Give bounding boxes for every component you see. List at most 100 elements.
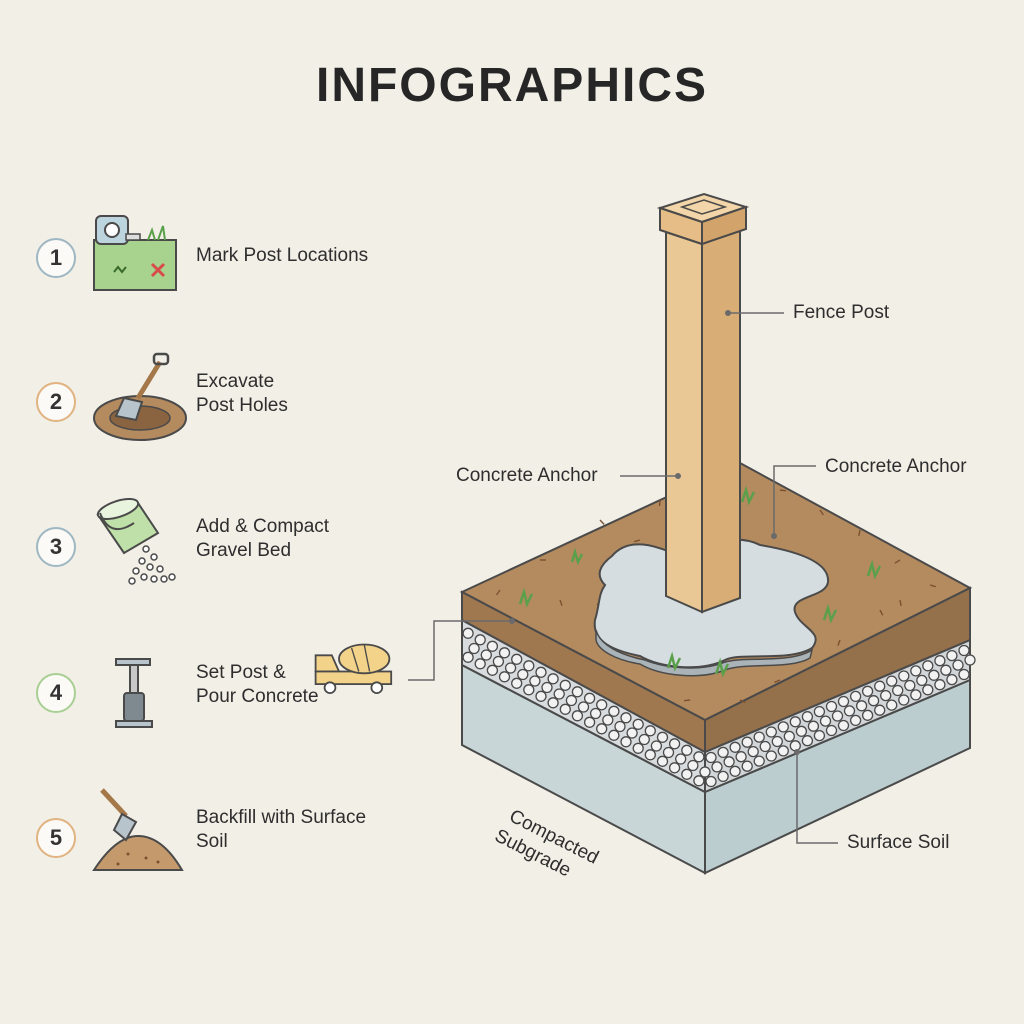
gravel-stone (529, 675, 541, 687)
gravel-stone (650, 740, 663, 752)
step-number: 5 (36, 818, 76, 858)
gravel-stone (596, 699, 608, 711)
soil-speckle (929, 584, 936, 588)
gravel-stone (849, 714, 862, 727)
gravel-stone (547, 697, 559, 709)
gravel-stone (462, 651, 474, 663)
gravel-stone (759, 740, 771, 753)
step-number: 1 (36, 238, 76, 278)
gravel-stone (837, 695, 850, 708)
step-number: 3 (36, 527, 76, 567)
gravel-stone (523, 660, 535, 672)
gravel-stone (922, 660, 934, 672)
callout-concrete-anchor-right: Concrete Anchor (825, 456, 967, 477)
gravel-stone (523, 684, 535, 696)
gravel-stone (831, 710, 844, 722)
gravel-stone (668, 738, 681, 750)
gravel-stone (668, 762, 681, 774)
gravel-stone (825, 724, 838, 737)
gravel-stone (934, 679, 946, 691)
gravel-stone (861, 709, 874, 721)
soil-speckle (899, 599, 902, 607)
gravel-stone (819, 715, 832, 727)
gravel-stone (596, 723, 608, 735)
gravel-stone (958, 668, 970, 681)
gravel-stone (952, 659, 964, 671)
gravel-stone (565, 694, 578, 707)
gravel-stone (922, 684, 934, 696)
soil-speckle (739, 699, 746, 704)
gravel-stone (765, 726, 777, 738)
gravel-stone (589, 707, 602, 720)
gravel-stone (705, 751, 717, 764)
gravel-stone (904, 679, 916, 692)
gravel-stone (801, 711, 814, 723)
gravel-stone (693, 751, 705, 763)
gravel-stone (867, 695, 880, 707)
step-label: Set Post &Pour Concrete (196, 662, 319, 707)
mixer-truck-icon (314, 643, 393, 694)
gravel-stone (559, 679, 571, 691)
shovel-hole-icon (93, 352, 187, 441)
gravel-stone (910, 665, 922, 677)
gravel-stone (699, 766, 711, 778)
callout-fence-post: Fence Post (793, 302, 890, 323)
gravel-stone (681, 768, 693, 780)
gravel-stone (741, 736, 753, 748)
gravel-stone (705, 775, 717, 788)
gravel-stone (777, 745, 789, 757)
gravel-stone (813, 729, 826, 742)
gravel-stone (462, 627, 474, 639)
gravel-stone (681, 744, 693, 756)
measuring-tape-grass-icon (93, 215, 177, 291)
soil-speckle (837, 639, 841, 646)
fence-post (656, 192, 750, 614)
gravel-stone (801, 735, 814, 747)
gravel-stone (656, 731, 669, 743)
gravel-stone (958, 644, 970, 657)
gravel-stone (511, 677, 523, 689)
soil-speckle (774, 679, 781, 683)
gravel-stone (577, 701, 590, 713)
gravel-stone (777, 721, 789, 733)
gravel-stone (765, 750, 777, 762)
gravel-stone (717, 746, 729, 759)
soil-speckle (495, 589, 501, 596)
gravel-stone (553, 688, 565, 700)
gravel-stone (874, 704, 886, 716)
gravel-stone (880, 689, 892, 702)
soil-speckle (879, 609, 884, 616)
gravel-stone (964, 654, 976, 666)
gravel-stone (946, 649, 958, 662)
gravel-stone (898, 670, 910, 682)
gravel-stone (928, 669, 940, 681)
step-4: 4 Set Post &Pour Concrete (36, 643, 436, 763)
gravel-stone (480, 649, 492, 661)
soil-speckle (894, 559, 901, 564)
gravel-stone (468, 642, 480, 655)
gravel-stone (571, 686, 584, 698)
gravel-stone (771, 735, 783, 748)
gravel-stone (741, 760, 753, 772)
gravel-stone (789, 716, 801, 728)
gravel-stone (620, 736, 632, 748)
soil-speckle (858, 529, 861, 537)
gravel-stone (608, 729, 620, 741)
bucket-gravel-icon (96, 497, 176, 585)
gravel-stone (571, 710, 584, 722)
gravel-stone (807, 720, 820, 732)
gravel-stone (910, 689, 922, 701)
soil-speckle (559, 599, 563, 606)
soil-speckle (634, 539, 641, 543)
gravel-stone (729, 765, 741, 777)
gravel-stone (886, 675, 898, 687)
shovel-soil-icon (92, 788, 184, 871)
gravel-stone (874, 680, 886, 692)
grass-tufts (518, 485, 882, 678)
gravel-stone (934, 655, 946, 667)
